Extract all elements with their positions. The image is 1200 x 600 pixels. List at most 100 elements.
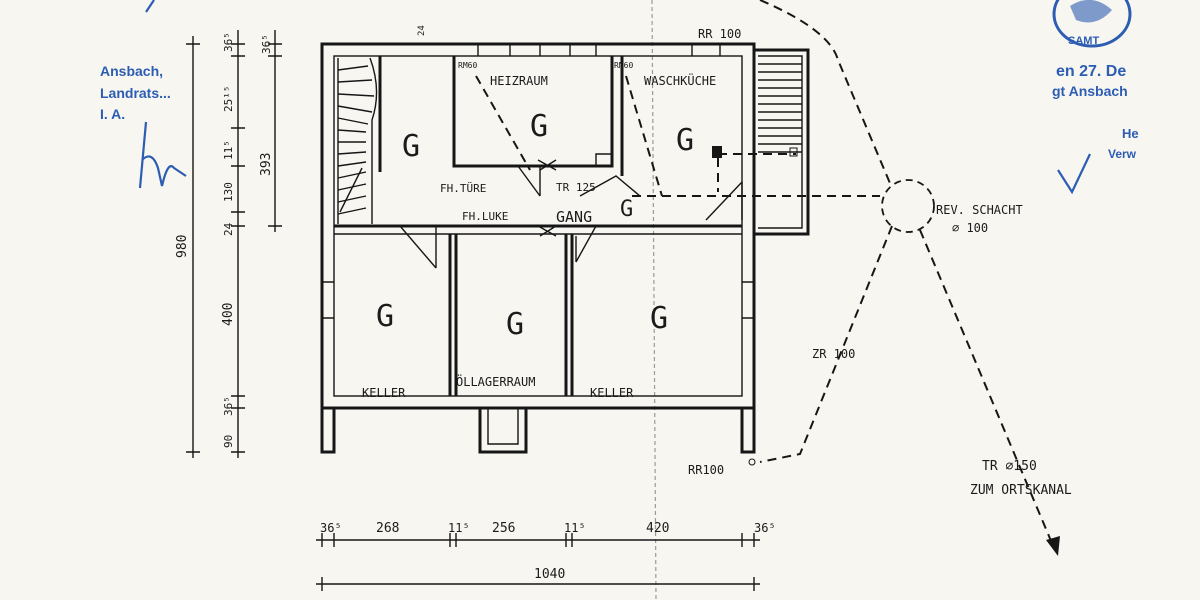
approval-stamp-right: SAMT en 27. De gt Ansbach He Verw <box>1052 0 1139 195</box>
room-mark-heizraum: G <box>530 109 548 144</box>
stamp-abbr-2: Verw <box>1108 147 1137 161</box>
label-rev-schacht: REV. SCHACHT <box>936 203 1023 217</box>
stair-direction-line <box>339 167 363 213</box>
signature-mark <box>138 121 187 189</box>
label-waschkueche: WASCHKÜCHE <box>644 72 716 88</box>
light-well <box>478 408 528 454</box>
label-keller-left: KELLER <box>362 386 406 400</box>
stamp-office: gt Ansbach <box>1052 83 1128 99</box>
dim-total-vertical: 980 <box>175 235 190 258</box>
dim-ticks-total-h <box>321 577 755 591</box>
exterior-drain <box>789 147 798 157</box>
staircase <box>337 57 378 224</box>
room-mark-oellager: G <box>506 307 524 342</box>
approval-stamp-left: Ansbach, Landrats... I. A. <box>100 0 187 189</box>
dim-h-total: 1040 <box>534 567 565 582</box>
label-rr100-top: RR 100 <box>698 27 741 41</box>
label-zr100: ZR 100 <box>812 347 855 361</box>
label-oellagerraum: ÖLLAGERRAUM <box>456 373 535 389</box>
dim-h-4: 256 <box>492 521 515 536</box>
stamp-line-3: I. A. <box>100 106 125 122</box>
rr100-bottom-inlet <box>748 458 756 466</box>
exterior-stair-inner <box>758 55 803 229</box>
partition-1 <box>448 234 458 396</box>
doors <box>399 159 743 269</box>
dim-seg-2: 25¹⁵ <box>222 86 235 113</box>
door-gang <box>579 175 641 197</box>
partition-2 <box>564 234 574 396</box>
room-mark-keller-right: G <box>650 301 668 336</box>
dim-seg-7: 36⁵ <box>222 396 235 416</box>
dim-seg-6: 400 <box>221 303 236 326</box>
door-keller-left <box>399 225 437 269</box>
foundation-right <box>740 408 756 454</box>
seal-text: SAMT <box>1068 35 1099 47</box>
label-small-left: RM60 <box>458 61 477 70</box>
dim-right-393: 393 <box>259 153 274 176</box>
stamp-line-2: Landrats... <box>100 85 171 101</box>
dim-seg-5: 24 <box>222 222 235 236</box>
waschkueche-drain <box>625 75 663 197</box>
dim-h-3: 11⁵ <box>448 521 470 535</box>
exterior-stair <box>754 48 810 236</box>
dim-ticks-segments <box>231 43 245 453</box>
room-mark-waschkueche: G <box>676 123 694 158</box>
drainage-lines <box>475 0 1060 556</box>
stamp-line-1: Ansbach, <box>100 63 163 79</box>
floor-drain <box>712 146 722 158</box>
door-waschkueche <box>705 181 743 221</box>
dim-ticks-h <box>321 533 755 547</box>
label-heizraum: HEIZRAUM <box>490 74 548 88</box>
outer-wall-outline <box>320 42 756 410</box>
dim-right-top: 36⁵ <box>260 34 273 54</box>
chimney <box>595 153 613 167</box>
stamp-date: en 27. De <box>1056 63 1126 80</box>
dim-seg-1: 36⁵ <box>222 32 235 52</box>
label-rr100-bottom: RR100 <box>688 463 724 477</box>
label-fh-luke: FH.LUKE <box>462 210 508 223</box>
dim-seg-4: 130 <box>222 182 235 202</box>
zr100-pipe <box>759 225 893 463</box>
heizraum-walls <box>452 56 614 168</box>
dim-seg-8: 90 <box>222 435 235 448</box>
label-tr-125: TR 125 <box>556 181 596 194</box>
seal-emblem <box>1070 0 1112 23</box>
stamp-edge-mark <box>145 0 155 13</box>
dim-wall-24: 24 <box>417 25 427 36</box>
label-fh-tuere: FH.TÜRE <box>440 182 486 195</box>
stair-treads <box>337 65 375 215</box>
door-fh-tuere <box>517 165 541 197</box>
paper-fold-line <box>651 0 657 600</box>
label-gang: GANG <box>556 208 592 226</box>
dim-h-2: 268 <box>376 521 399 536</box>
rr100-top-pipe <box>759 0 893 189</box>
left-wall-window <box>322 281 334 319</box>
label-keller-right: KELLER <box>590 386 634 400</box>
light-well-inner <box>487 408 519 445</box>
dim-h-7: 36⁵ <box>754 521 776 535</box>
check-mark <box>1057 153 1091 195</box>
valve-symbol-upper <box>537 159 557 171</box>
dim-seg-3: 11⁵ <box>222 140 235 160</box>
valve-symbol <box>537 225 557 237</box>
room-labels: HEIZRAUM WASCHKÜCHE GANG KELLER ÖLLAGERR… <box>362 72 716 400</box>
top-wall-windows <box>477 44 597 56</box>
official-seal <box>1052 0 1132 48</box>
tr150-pipe <box>919 229 1055 549</box>
room-mark-keller-left: G <box>376 299 394 334</box>
foundation-left <box>320 408 336 454</box>
door-labels: FH.TÜRE FH.LUKE TR 125 RM60 RM60 <box>440 61 633 223</box>
exterior-stair-treads <box>758 63 802 153</box>
label-zum-ortskanal: ZUM ORTSKANAL <box>970 483 1072 498</box>
heizraum-drain <box>475 75 531 171</box>
right-wall-window <box>742 281 754 319</box>
room-mark-gang: G <box>620 197 633 222</box>
room-marks: G G G G G G G <box>376 109 694 342</box>
room-mark-stairwell: G <box>402 129 420 164</box>
stair-stringers <box>337 57 378 224</box>
top-wall-windows-right <box>691 44 721 56</box>
pipe-labels: RR 100 RR100 REV. SCHACHT ⌀ 100 ZR 100 T… <box>688 27 1072 498</box>
stamp-abbr-1: He <box>1122 126 1139 141</box>
label-tr150: TR ⌀150 <box>982 459 1037 474</box>
